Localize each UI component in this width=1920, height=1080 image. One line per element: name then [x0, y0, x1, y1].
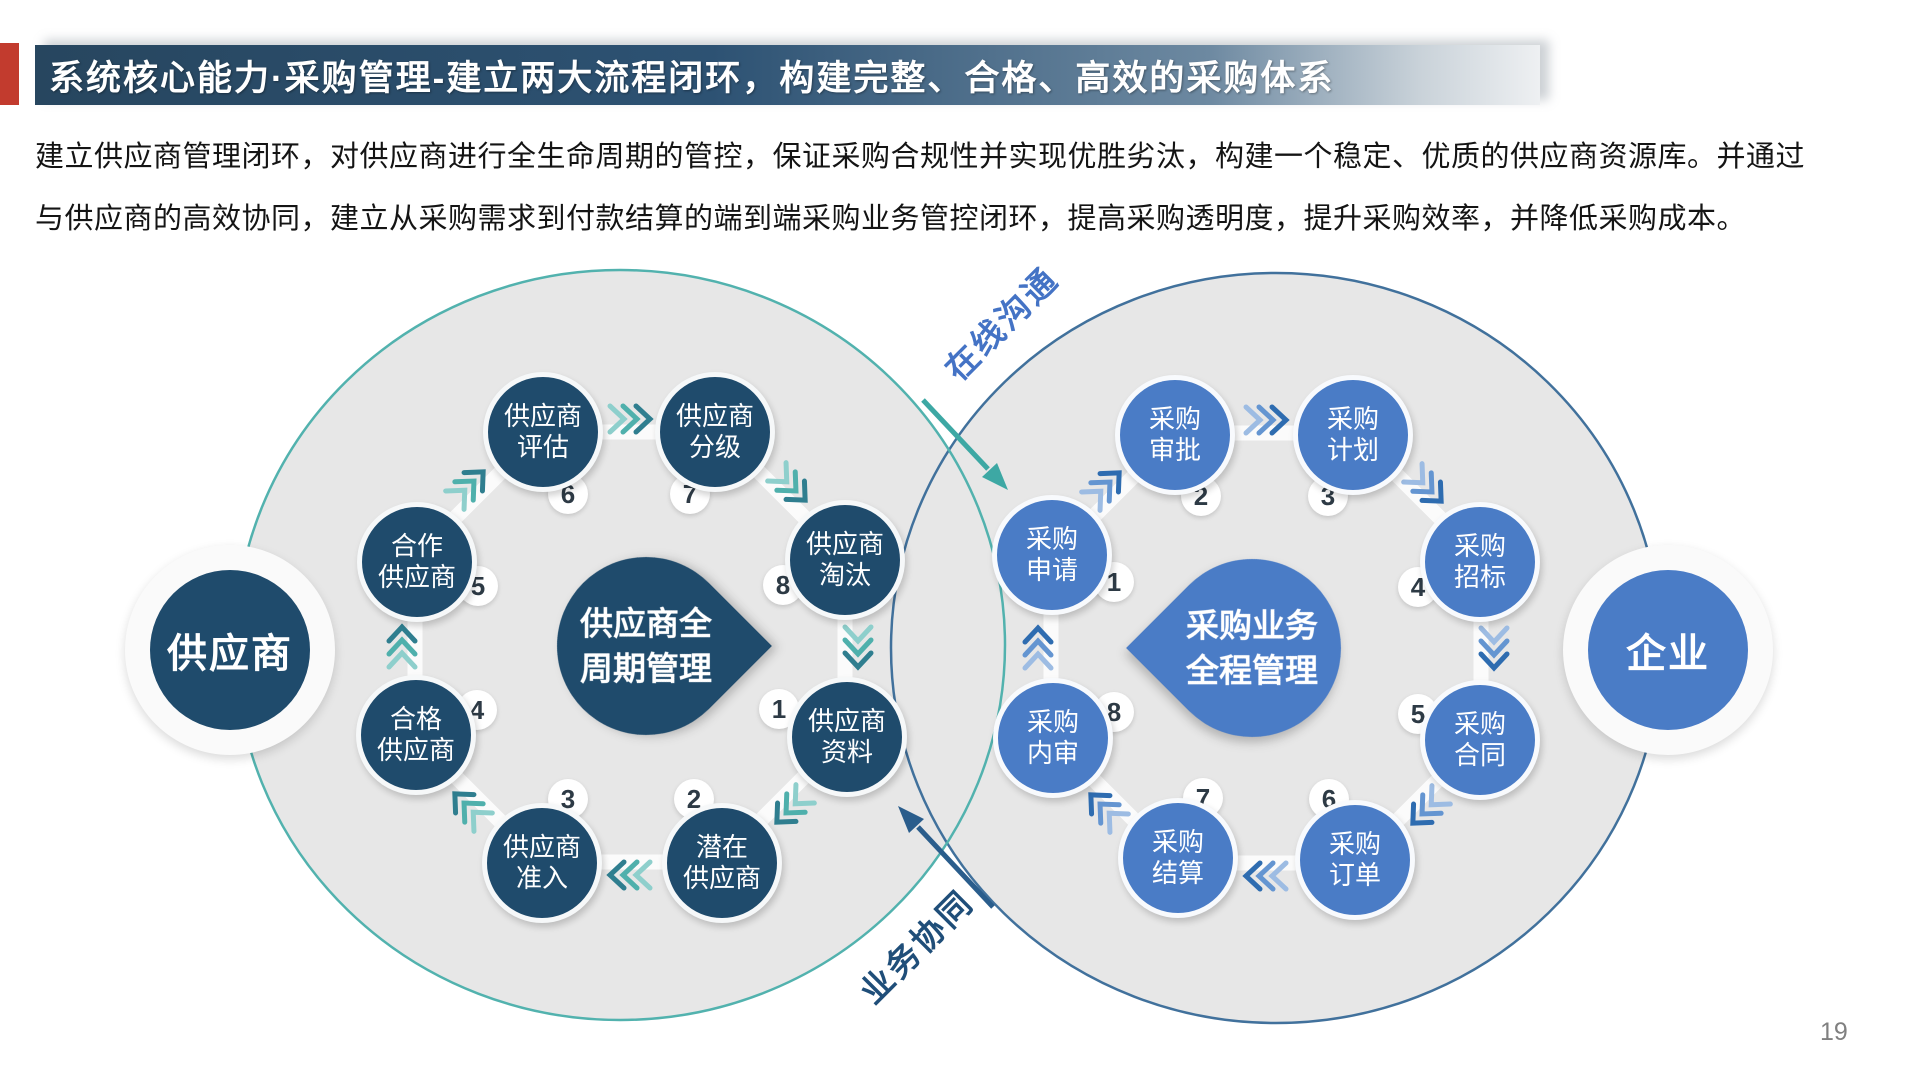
chevron-flow-icon	[1478, 625, 1510, 672]
node-label: 申请	[1025, 555, 1078, 585]
node-label: 供应商	[376, 735, 455, 765]
node-supplier-grading: 供应商 分级	[655, 372, 775, 492]
node-label: 供应商	[682, 863, 761, 893]
node-label: 计划	[1326, 435, 1379, 465]
node-label: 审批	[1148, 435, 1201, 465]
node-label: 淘汰	[818, 560, 871, 590]
chevron-flow-icon	[606, 859, 653, 891]
node-label: 采购	[1026, 707, 1079, 737]
title-accent-bar	[0, 43, 19, 105]
node-potential-supplier: 潜在 供应商	[662, 803, 782, 923]
node-label: 合格	[389, 704, 442, 734]
chevron-flow-icon	[1410, 783, 1453, 826]
chevron-flow-icon	[1088, 792, 1131, 835]
node-label: 采购	[1326, 404, 1379, 434]
node-label: 采购	[1025, 524, 1078, 554]
chevron-flow-icon	[607, 403, 654, 435]
supplier-chevrons	[386, 403, 874, 891]
node-supplier-admission: 供应商 准入	[482, 803, 602, 923]
node-label: 供应商	[805, 529, 884, 559]
node-supplier-elimination: 供应商 淘汰	[785, 500, 905, 620]
node-label: 采购	[1328, 829, 1381, 859]
supplier-entity-circle: 供应商	[125, 545, 335, 755]
chevron-flow-icon	[774, 782, 817, 825]
supplier-step-badge-3: 3	[548, 779, 588, 819]
chevron-flow-icon	[443, 469, 486, 512]
supplier-entity-inner: 供应商	[150, 570, 310, 730]
node-label: 资料	[820, 737, 873, 767]
supplier-step-badge-1: 1	[759, 689, 799, 729]
chevron-flow-icon	[1079, 470, 1122, 513]
procurement-loop-center-label: 采购业务 全程管理	[1163, 559, 1341, 737]
node-label: 供应商	[502, 832, 581, 862]
node-purchase-request: 采购 申请	[992, 495, 1112, 615]
chevron-flow-icon	[842, 624, 874, 671]
enterprise-entity-label: 企业	[1626, 632, 1710, 676]
node-supplier-evaluation: 供应商 评估	[483, 372, 603, 492]
supplier-entity-label: 供应商	[167, 632, 293, 676]
intro-line-1: 建立供应商管理闭环，对供应商进行全生命周期的管控，保证采购合规性并实现优胜劣汰，…	[35, 141, 1806, 173]
supplier-loop-center-blob: 供应商全 周期管理	[520, 520, 772, 772]
page-title: 系统核心能力·采购管理-建立两大流程闭环，构建完整、合格、高效的采购体系	[49, 58, 1335, 98]
intro-paragraph: 建立供应商管理闭环，对供应商进行全生命周期的管控，保证采购合规性并实现优胜劣汰，…	[35, 126, 1806, 250]
node-label: 订单	[1328, 860, 1381, 890]
procurement-loop-center-blob: 采购业务 全程管理	[1126, 522, 1378, 774]
node-label: 采购	[1453, 531, 1506, 561]
node-purchase-settlement: 采购 结算	[1118, 798, 1238, 918]
node-purchase-order: 采购 订单	[1295, 800, 1415, 920]
node-purchase-audit: 采购 内审	[993, 678, 1113, 798]
chevron-flow-icon	[1401, 461, 1444, 504]
node-purchase-plan: 采购 计划	[1293, 375, 1413, 495]
node-label: 内审	[1026, 738, 1079, 768]
chevron-flow-icon	[452, 791, 495, 834]
online-communication-arrow-icon	[921, 398, 1008, 490]
node-label: 合作	[390, 531, 443, 561]
business-collaboration-arrow-icon	[898, 806, 995, 909]
node-label: 供应商	[807, 706, 886, 736]
node-label: 采购	[1151, 827, 1204, 857]
supplier-step-badge-7: 7	[670, 474, 710, 514]
node-label: 准入	[515, 863, 568, 893]
blob-label: 全程管理	[1186, 652, 1318, 689]
intro-line-2: 与供应商的高效协同，建立从采购需求到付款结算的端到端采购业务管控闭环，提高采购透…	[35, 203, 1747, 235]
node-label: 潜在	[695, 832, 748, 862]
enterprise-entity-inner: 企业	[1588, 570, 1748, 730]
procurement-chevrons	[1022, 404, 1510, 892]
title-bar: 系统核心能力·采购管理-建立两大流程闭环，构建完整、合格、高效的采购体系	[35, 45, 1540, 105]
node-purchase-approval: 采购 审批	[1115, 375, 1235, 495]
chevron-flow-icon	[1022, 624, 1054, 671]
node-label: 结算	[1151, 858, 1204, 888]
chevron-flow-icon	[1243, 404, 1290, 436]
chevron-flow-icon	[1242, 860, 1289, 892]
blob-label: 周期管理	[580, 650, 712, 687]
node-supplier-profile: 供应商 资料	[787, 677, 907, 797]
node-label: 供应商	[503, 401, 582, 431]
node-label: 供应商	[675, 401, 754, 431]
node-purchase-bidding: 采购 招标	[1420, 502, 1540, 622]
node-label: 供应商	[377, 562, 456, 592]
blob-label: 采购业务	[1186, 607, 1318, 644]
node-label: 分级	[688, 432, 741, 462]
node-label: 采购	[1148, 404, 1201, 434]
page-number: 19	[1820, 1018, 1848, 1046]
chevron-flow-icon	[386, 623, 418, 670]
node-label: 采购	[1453, 709, 1506, 739]
enterprise-entity-circle: 企业	[1563, 545, 1773, 755]
node-label: 合同	[1453, 740, 1506, 770]
node-cooperative-supplier: 合作 供应商	[357, 502, 477, 622]
node-label: 招标	[1453, 562, 1506, 592]
node-qualified-supplier: 合格 供应商	[356, 675, 476, 795]
supplier-loop-center-label: 供应商全 周期管理	[557, 557, 735, 735]
blob-label: 供应商全	[580, 605, 712, 642]
node-label: 评估	[516, 432, 569, 462]
node-purchase-contract: 采购 合同	[1420, 680, 1540, 800]
chevron-flow-icon	[765, 460, 808, 503]
